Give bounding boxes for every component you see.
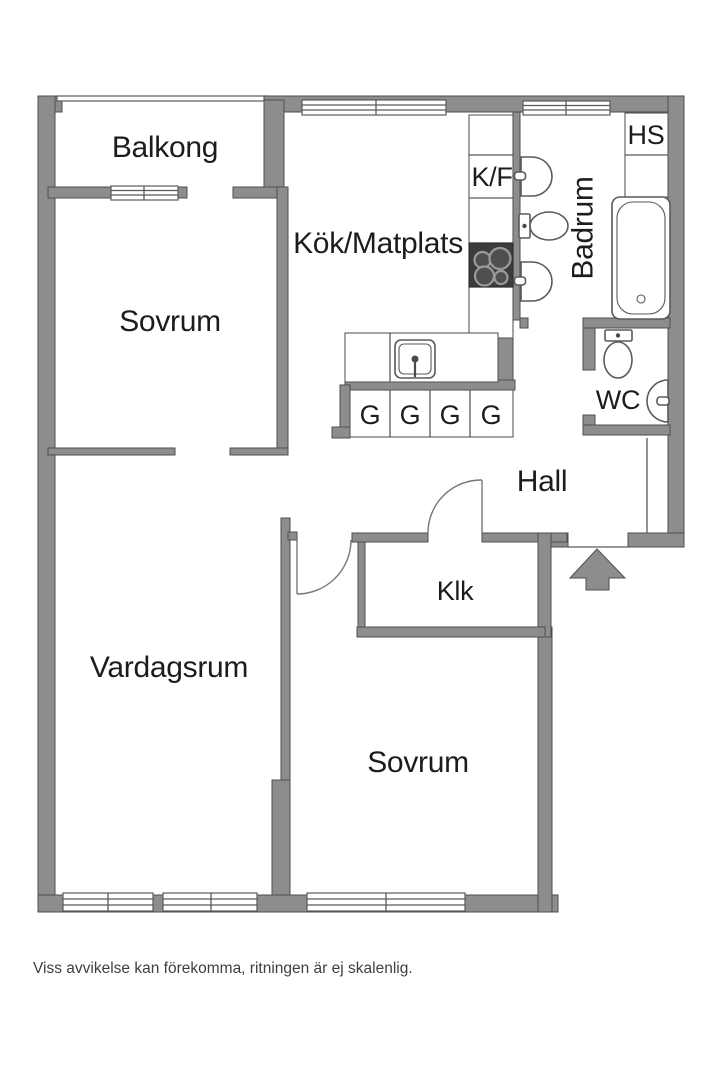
balcony-railing bbox=[56, 95, 269, 102]
room-labels: Balkong Sovrum Kök/Matplats K/F HS Badru… bbox=[90, 120, 665, 779]
kitchen-fixtures: G G G G bbox=[344, 114, 514, 438]
wall-livingroom-east-lower bbox=[271, 779, 291, 896]
wall-bedroom-kitchen-divider bbox=[276, 186, 289, 456]
disclaimer-text: Viss avvikelse kan förekomma, ritningen … bbox=[33, 960, 413, 977]
wall-klk-right bbox=[537, 532, 552, 638]
wall-klk-left bbox=[357, 541, 366, 634]
interior-walls bbox=[47, 99, 671, 896]
wall-bedroom-bottom-2 bbox=[229, 447, 289, 456]
room-label-balkong: Balkong bbox=[112, 131, 218, 164]
bathroom-sink-icon bbox=[513, 156, 553, 197]
wall-balcony-right bbox=[263, 99, 285, 188]
bathroom-toilet-icon bbox=[518, 211, 569, 241]
label-wc: WC bbox=[596, 385, 640, 415]
wall-balcony-bottom-2 bbox=[232, 186, 283, 199]
label-hs: HS bbox=[628, 120, 665, 150]
wall-bedroom2-top bbox=[356, 626, 546, 638]
wall-left bbox=[37, 95, 56, 913]
bedroom2-window bbox=[306, 892, 466, 912]
wall-wc-left-upper bbox=[582, 327, 596, 371]
room-label-sovrum-bottom: Sovrum bbox=[367, 746, 469, 779]
entrance-arrow-icon bbox=[568, 548, 627, 591]
wardrobe-label: G bbox=[360, 400, 381, 430]
label-klk: Klk bbox=[437, 576, 474, 606]
balcony-window bbox=[110, 185, 179, 201]
room-label-hall: Hall bbox=[517, 465, 567, 498]
livingroom-window-1 bbox=[62, 892, 154, 912]
stove-icon bbox=[468, 242, 514, 288]
wall-livingroom-east-upper bbox=[280, 517, 291, 781]
room-label-sovrum-top: Sovrum bbox=[119, 305, 221, 338]
wall-balcony-bottom-1 bbox=[47, 186, 112, 199]
kitchen-window bbox=[301, 99, 447, 116]
bathroom-fixtures bbox=[513, 112, 671, 320]
label-kf: K/F bbox=[471, 162, 512, 192]
livingroom-window-2 bbox=[162, 892, 258, 912]
wc-toilet-icon bbox=[603, 329, 633, 379]
wc-fixtures bbox=[603, 329, 670, 423]
wall-east-bedroom bbox=[537, 626, 553, 913]
wall-bedroom-bottom-1 bbox=[47, 447, 176, 456]
bedroom2-door bbox=[296, 539, 352, 595]
wall-kitchen-stub bbox=[519, 317, 529, 329]
room-label-vardagsrum: Vardagsrum bbox=[90, 651, 248, 684]
wc-sink-icon bbox=[646, 379, 670, 423]
wall-door-stub bbox=[287, 531, 298, 541]
room-label-kok-matplats: Kök/Matplats bbox=[293, 227, 463, 260]
bathtub-icon bbox=[611, 196, 671, 320]
kitchen-counter-column bbox=[468, 114, 514, 339]
room-label-badrum: Badrum bbox=[567, 176, 600, 279]
kitchen-sink-icon bbox=[394, 339, 436, 379]
wall-klk-top-1 bbox=[351, 532, 429, 543]
wardrobe-label: G bbox=[400, 400, 421, 430]
bathroom-sink2-icon bbox=[513, 261, 553, 302]
windows bbox=[62, 99, 611, 912]
wardrobe-row: G G G G bbox=[349, 389, 514, 438]
wardrobe-label: G bbox=[440, 400, 461, 430]
wardrobe-label: G bbox=[481, 400, 502, 430]
wall-klk-top-2 bbox=[481, 532, 568, 543]
wall-wc-bottom bbox=[582, 424, 671, 436]
bathroom-window bbox=[522, 100, 611, 116]
wall-wardrobe-foot bbox=[331, 426, 351, 439]
wall-entry-right bbox=[627, 532, 685, 548]
doors bbox=[296, 479, 483, 595]
klk-door bbox=[427, 479, 483, 534]
